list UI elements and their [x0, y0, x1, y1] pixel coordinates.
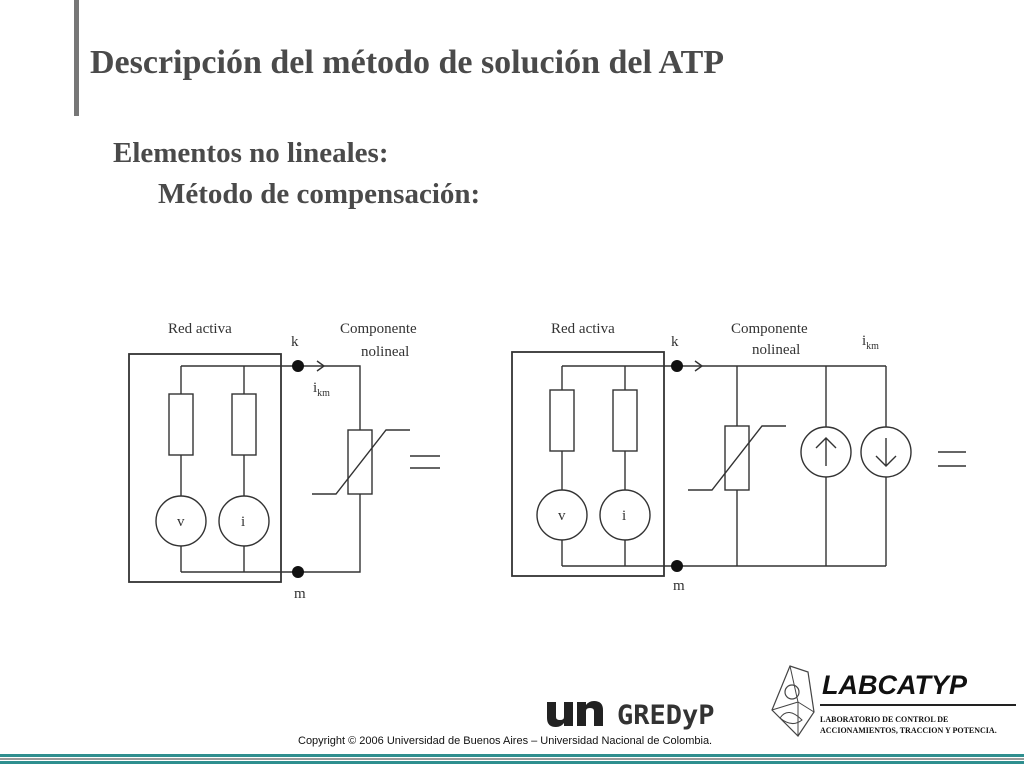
left-current-source-icon [218, 495, 270, 547]
subtitle-nonlinear-elements: Elementos no lineales: [113, 137, 389, 169]
right-network-label: Red activa [551, 321, 615, 337]
left-current-source-label: i [241, 514, 245, 530]
left-top-rail [181, 365, 361, 430]
arrow-up-icon [815, 437, 837, 466]
un-logo-icon [547, 701, 603, 727]
labcatyp-desc-line1: LABORATORIO DE CONTROL DE [820, 715, 949, 724]
left-nonlinear-characteristic [312, 429, 410, 495]
right-component-label-line2: nolineal [752, 342, 800, 358]
left-resistor-1 [168, 393, 194, 456]
right-current-source-label: i [622, 508, 626, 524]
copyright-text: Copyright © 2006 Universidad de Buenos A… [298, 735, 713, 747]
left-current-label: ikm [313, 380, 330, 399]
left-bottom-rail [181, 494, 361, 573]
right-circuit: Red activa Componente nolineal k m ikm v… [511, 321, 966, 594]
gredyp-logo-text: GREDyP [617, 700, 715, 731]
right-node-k-label: k [671, 334, 679, 350]
left-node-m-dot [292, 566, 304, 578]
right-current-source-up-icon [800, 426, 852, 478]
title-accent-bar [74, 0, 79, 116]
right-nonlinear-characteristic [688, 425, 786, 491]
left-resistor-2 [231, 393, 257, 456]
footer-stripe-teal-2 [0, 761, 1024, 764]
right-current-source-icon [599, 489, 651, 541]
left-voltage-source-icon [155, 495, 207, 547]
left-current-arrow-icon [316, 360, 326, 372]
right-resistor-2 [612, 389, 638, 452]
left-node-m-label: m [294, 586, 306, 602]
labcatyp-underline [820, 704, 1016, 706]
left-nonlinear-resistor-icon [347, 429, 373, 495]
labcatyp-logo-icon [771, 665, 815, 737]
right-active-network-box [511, 351, 665, 577]
left-node-k-dot [292, 360, 304, 372]
left-component-label-line2: nolineal [361, 344, 409, 360]
labcatyp-name: LABCATYP [822, 670, 967, 700]
left-component-label-line1: Componente [340, 321, 417, 337]
right-node-k-dot [671, 360, 683, 372]
footer-stripe-teal [0, 754, 1024, 757]
left-circuit: Red activa Componente nolineal k m ikm v… [128, 321, 440, 602]
left-active-network-box [128, 353, 282, 583]
slide-title: Descripción del método de solución del A… [90, 44, 725, 81]
right-current-arrow-icon [694, 360, 704, 372]
right-voltage-source-label: v [558, 508, 566, 524]
right-component-label-line1: Componente [731, 321, 808, 337]
left-equals-icon [410, 455, 440, 469]
footer-stripe-gray [0, 758, 1024, 760]
left-voltage-source-label: v [177, 514, 185, 530]
right-resistor-1 [549, 389, 575, 452]
left-node-k-label: k [291, 334, 299, 350]
right-nonlinear-resistor-icon [724, 425, 750, 491]
right-voltage-source-icon [536, 489, 588, 541]
labcatyp-description: LABORATORIO DE CONTROL DE ACCIONAMIENTOS… [820, 714, 1024, 736]
arrow-down-icon [875, 438, 897, 467]
circuit-diagrams: .w { stroke: #333; stroke-width: 1.4; fi… [128, 321, 966, 602]
right-current-label: ikm [862, 333, 879, 352]
labcatyp-desc-line2: ACCIONAMIENTOS, TRACCION Y POTENCIA. [820, 726, 997, 735]
right-node-m-label: m [673, 578, 685, 594]
right-node-m-dot [671, 560, 683, 572]
subtitle-compensation-method: Método de compensación: [158, 178, 481, 210]
left-network-label: Red activa [168, 321, 232, 337]
right-equals-icon [938, 451, 966, 467]
right-current-source-down-icon [860, 426, 912, 478]
